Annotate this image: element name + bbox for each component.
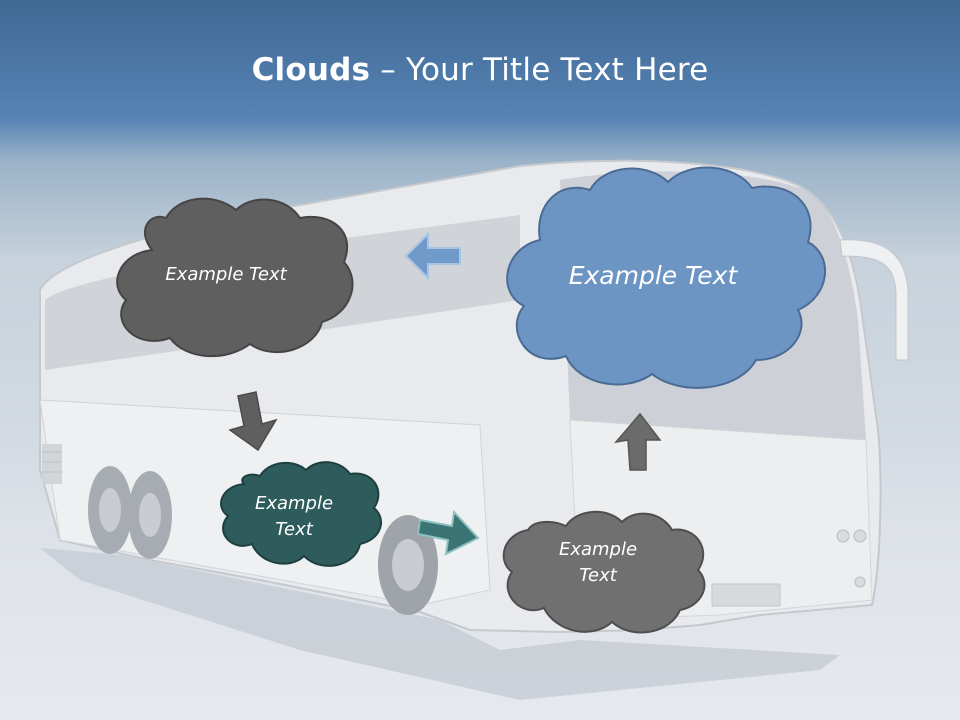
blue-cloud: [506, 166, 827, 389]
up-arrow: [614, 412, 662, 471]
down-arrow: [228, 391, 278, 452]
title-bold: Clouds: [251, 52, 371, 88]
left-arrow: [404, 231, 461, 281]
dark-cloud: [116, 197, 354, 357]
teal-cloud-text: Example Text: [254, 493, 334, 541]
gray-cloud: [502, 510, 706, 634]
right-arrow: [416, 509, 480, 556]
title-rest: Your Title Text Here: [406, 52, 709, 88]
slide-title: Clouds – Your Title Text Here: [0, 52, 960, 88]
title-dash: –: [370, 52, 406, 88]
dark-cloud-text: Example Text: [165, 264, 287, 285]
teal-cloud: [220, 461, 382, 567]
bus-shadow: [40, 548, 840, 700]
blue-cloud-text: Example Text: [568, 261, 738, 290]
gray-cloud-text: Example Text: [558, 539, 638, 587]
